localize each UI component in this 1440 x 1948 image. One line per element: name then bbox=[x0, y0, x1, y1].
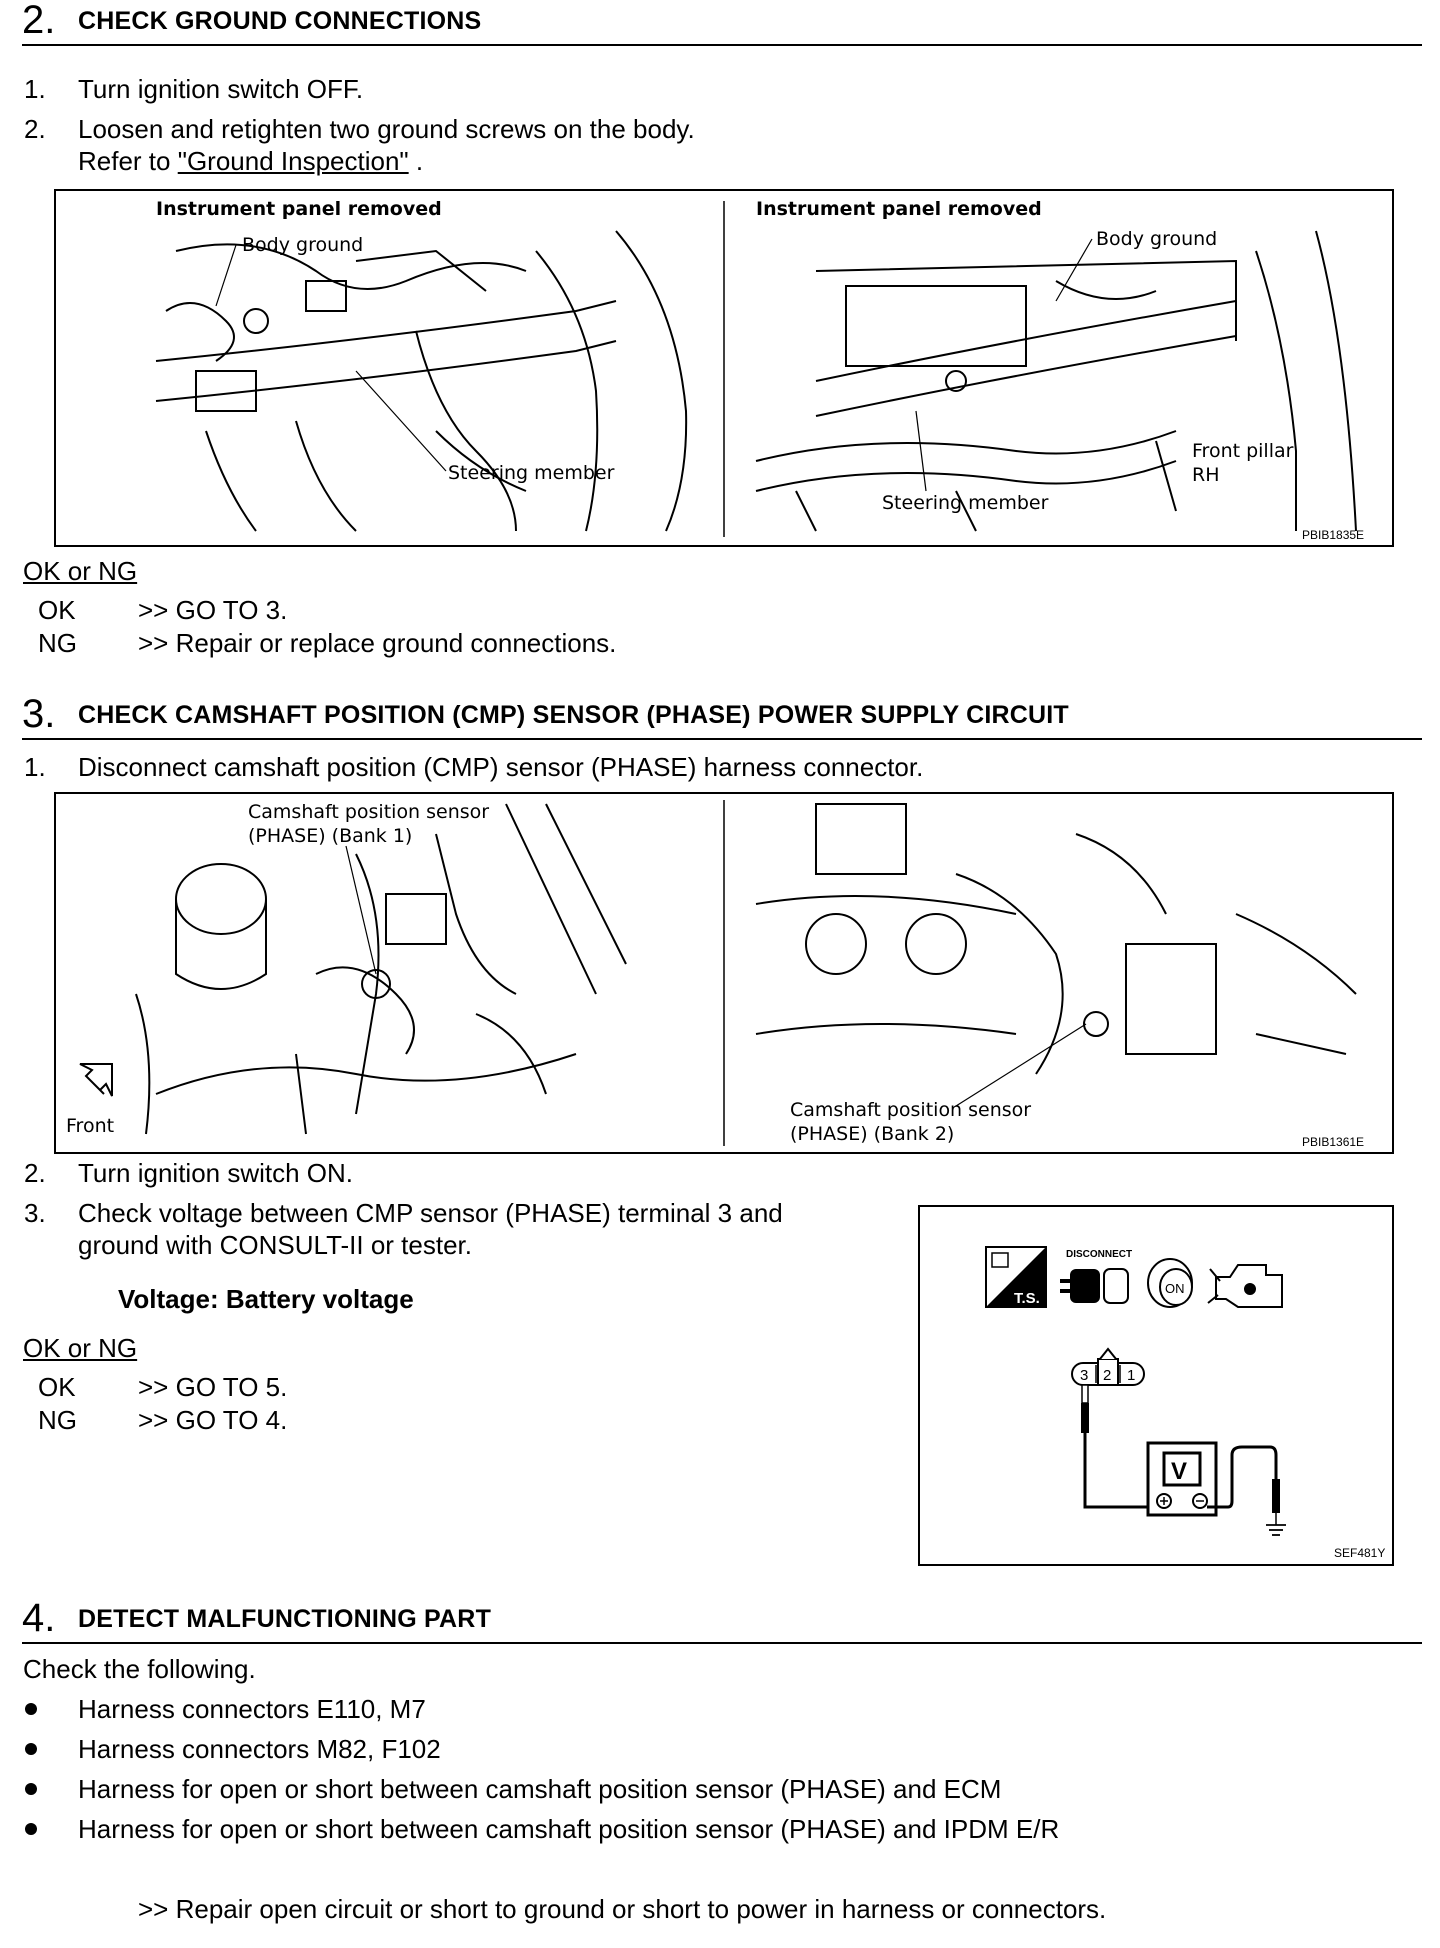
refer-suffix: . bbox=[408, 146, 424, 176]
left-engine-sketch bbox=[155, 230, 688, 532]
list-item: Harness for open or short between camsha… bbox=[78, 1774, 1002, 1804]
result-value-ng: >> GO TO 4. bbox=[138, 1405, 288, 1435]
section-3-header: 3. CHECK CAMSHAFT POSITION (CMP) SENSOR … bbox=[22, 690, 1422, 740]
ground-lead bbox=[1207, 1445, 1280, 1525]
intro-text: Check the following. bbox=[23, 1654, 256, 1684]
section-number: 4. bbox=[22, 1596, 56, 1640]
step-text: Turn ignition switch ON. bbox=[78, 1158, 354, 1188]
step-text: Loosen and retighten two ground screws o… bbox=[78, 114, 695, 144]
step-number: 3. bbox=[24, 1198, 46, 1228]
list-item: Harness for open or short between camsha… bbox=[78, 1814, 1060, 1844]
section-number: 2. bbox=[22, 0, 56, 42]
disconnect-icon: DISCONNECT bbox=[1060, 1249, 1132, 1304]
step-text: Disconnect camshaft position (CMP) senso… bbox=[78, 752, 924, 782]
result-key-ok: OK bbox=[38, 1372, 76, 1402]
ts-label: T.S. bbox=[1014, 1290, 1040, 1307]
step-text: Turn ignition switch OFF. bbox=[78, 74, 364, 104]
step-number: 1. bbox=[24, 74, 46, 104]
repair-result: >> Repair open circuit or short to groun… bbox=[138, 1894, 1107, 1924]
result-value-ok: >> GO TO 3. bbox=[138, 595, 288, 625]
right-pillar-label-1: Front pillar bbox=[1192, 440, 1294, 462]
left-sensor-label-1: Camshaft position sensor bbox=[248, 801, 489, 823]
section-title: CHECK GROUND CONNECTIONS bbox=[78, 7, 482, 35]
figure-code: PBIB1361E bbox=[1302, 1135, 1364, 1149]
connector-icon: 3 2 1 bbox=[1071, 1347, 1145, 1386]
result-key-ok: OK bbox=[38, 595, 76, 625]
list-item: Harness connectors E110, M7 bbox=[78, 1694, 426, 1724]
step-text: ground with CONSULT-II or tester. bbox=[78, 1230, 472, 1260]
list-item: Harness connectors M82, F102 bbox=[78, 1734, 441, 1764]
figure-drawing: Instrument panel removed Body ground Ste… bbox=[155, 198, 1364, 542]
section-number: 3. bbox=[22, 692, 56, 736]
voltage-spec: Voltage: Battery voltage bbox=[118, 1284, 414, 1314]
result-value-ng: >> Repair or replace ground connections. bbox=[138, 628, 617, 658]
right-body-ground-label: Body ground bbox=[1096, 228, 1217, 250]
ground-icon bbox=[1266, 1524, 1286, 1536]
front-label: Front bbox=[66, 1115, 114, 1137]
result-key-ng: NG bbox=[38, 628, 77, 658]
right-engine-sketch bbox=[755, 230, 1357, 532]
ignition-key-icon: ON bbox=[1147, 1258, 1193, 1308]
disconnect-label: DISCONNECT bbox=[1066, 1249, 1132, 1260]
left-title: Instrument panel removed bbox=[156, 198, 442, 220]
result-value-ok: >> GO TO 5. bbox=[138, 1372, 288, 1402]
pin-2: 2 bbox=[1103, 1367, 1111, 1384]
bullet-icon bbox=[25, 1703, 37, 1715]
on-label: ON bbox=[1165, 1281, 1185, 1296]
ts-icon: T.S. bbox=[985, 1246, 1047, 1308]
cmp-sensor-location-figure: Camshaft position sensor (PHASE) (Bank 1… bbox=[54, 792, 1394, 1154]
pin-1: 1 bbox=[1127, 1367, 1135, 1384]
section-4-header: 4. DETECT MALFUNCTIONING PART bbox=[22, 1594, 1422, 1644]
front-arrow-icon bbox=[79, 1063, 113, 1097]
meter-label: V bbox=[1171, 1458, 1187, 1485]
refer-prefix: Refer to bbox=[78, 146, 178, 176]
voltage-check-figure: T.S. DISCONNECT ON 3 bbox=[918, 1205, 1394, 1566]
left-sensor-label-2: (PHASE) (Bank 1) bbox=[248, 825, 412, 847]
left-steering-label: Steering member bbox=[448, 462, 615, 484]
right-title: Instrument panel removed bbox=[756, 198, 1042, 220]
probe-lead bbox=[1081, 1384, 1148, 1509]
left-body-ground-label: Body ground bbox=[242, 234, 363, 256]
right-steering-label: Steering member bbox=[882, 492, 1049, 514]
meter-drawing: T.S. DISCONNECT ON 3 bbox=[985, 1246, 1385, 1560]
refer-line: Refer to "Ground Inspection" . bbox=[78, 146, 423, 176]
right-sensor-label-1: Camshaft position sensor bbox=[790, 1099, 1031, 1121]
step-number: 2. bbox=[24, 114, 46, 144]
step-number: 1. bbox=[24, 752, 46, 782]
section-title: DETECT MALFUNCTIONING PART bbox=[78, 1605, 492, 1633]
voltmeter-icon: V bbox=[1146, 1441, 1218, 1517]
ok-or-ng-label: OK or NG bbox=[23, 1333, 138, 1363]
figure-drawing: Camshaft position sensor (PHASE) (Bank 1… bbox=[66, 800, 1364, 1149]
right-sensor-label-2: (PHASE) (Bank 2) bbox=[790, 1123, 954, 1145]
step-number: 2. bbox=[24, 1158, 46, 1188]
result-key-ng: NG bbox=[38, 1405, 77, 1435]
ground-inspection-link[interactable]: "Ground Inspection" bbox=[177, 146, 409, 176]
right-engine-sketch bbox=[755, 803, 1357, 1075]
figure-code: SEF481Y bbox=[1334, 1546, 1385, 1560]
engine-icon bbox=[1207, 1264, 1283, 1308]
pin-3: 3 bbox=[1080, 1367, 1088, 1384]
ground-connections-figure: Instrument panel removed Body ground Ste… bbox=[54, 189, 1394, 547]
section-2-header: 2. CHECK GROUND CONNECTIONS bbox=[22, 0, 1422, 46]
bullet-icon bbox=[25, 1743, 37, 1755]
right-pillar-label-2: RH bbox=[1192, 464, 1220, 486]
bullet-icon bbox=[25, 1823, 37, 1835]
section-title: CHECK CAMSHAFT POSITION (CMP) SENSOR (PH… bbox=[78, 701, 1069, 729]
bullet-icon bbox=[25, 1783, 37, 1795]
step-text: Check voltage between CMP sensor (PHASE)… bbox=[78, 1198, 783, 1228]
figure-code: PBIB1835E bbox=[1302, 528, 1364, 542]
left-engine-sketch bbox=[135, 803, 627, 1135]
ok-or-ng-label: OK or NG bbox=[23, 556, 138, 586]
